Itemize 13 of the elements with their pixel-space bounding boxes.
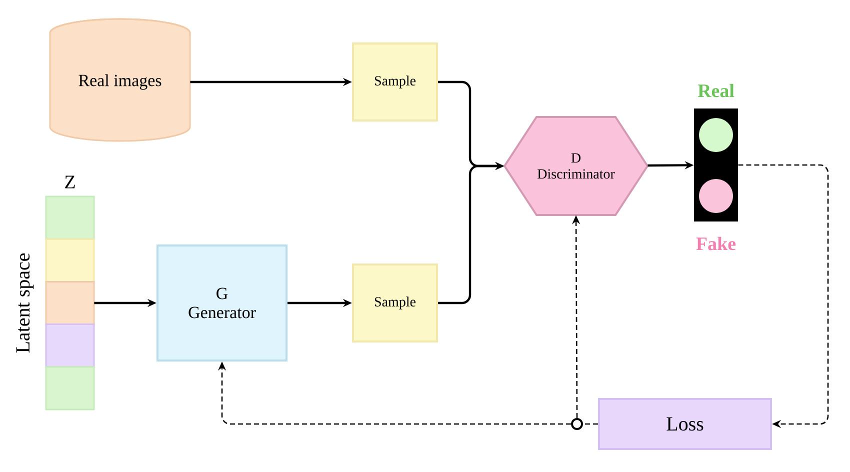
node-label: Real [698, 84, 734, 98]
arrow [738, 164, 829, 428]
process-box: Sample [352, 42, 438, 122]
vector-stack: Z Latent space [16, 176, 95, 410]
node-label: Z [65, 176, 75, 188]
node-label: Latent space [16, 253, 34, 353]
node-label: Fake [696, 236, 736, 250]
process-box: Loss [598, 398, 772, 450]
process-box: G Generator [156, 244, 288, 362]
database-cylinder: Real images [49, 18, 191, 142]
process-box: Sample [352, 264, 438, 342]
traffic-light: Real Fake [694, 84, 738, 250]
junction-dot [571, 418, 583, 430]
